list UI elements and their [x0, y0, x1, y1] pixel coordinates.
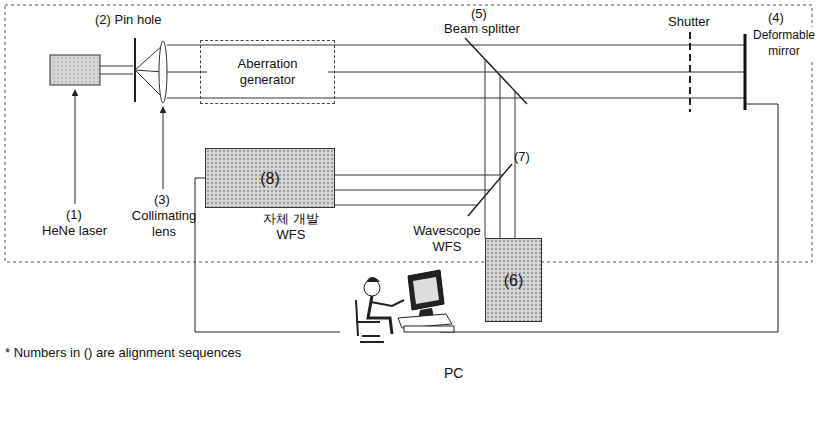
collimating-lens: [159, 41, 167, 103]
split-beam: [335, 175, 503, 176]
component-label: PC: [444, 364, 463, 382]
leader-arrow: [75, 90, 76, 204]
part-label: (2) Pin hole: [95, 12, 161, 28]
laser-beam: [100, 66, 133, 67]
person-hair: [366, 277, 380, 282]
callout-number: (4): [768, 10, 784, 26]
shutter: [689, 32, 691, 112]
part-label: HeNe laser: [42, 223, 107, 239]
chair-base: [360, 336, 384, 342]
operator-icon: [356, 277, 404, 342]
reflected-beam: [515, 91, 516, 238]
part-label: Deformable mirror: [750, 27, 818, 59]
leader-arrow: [163, 107, 164, 189]
callout-number: (7): [514, 149, 530, 165]
person-head: [364, 280, 380, 296]
monitor: [408, 270, 444, 310]
deformable-mirror: [744, 34, 747, 110]
sensor-caption: 자체 개발 WFS: [256, 211, 326, 243]
computer-icon: [398, 270, 454, 332]
part-label: Beam splitter: [444, 21, 520, 37]
split-beam: [335, 190, 490, 191]
person-arm: [371, 300, 404, 306]
component-label: (6): [486, 239, 541, 321]
chair: [356, 300, 380, 336]
laser-beam: [100, 74, 133, 75]
component-name: Aberration generator: [207, 56, 328, 88]
part-label: * Numbers in () are alignment sequences: [5, 345, 241, 361]
computer-node: PC: [340, 262, 475, 384]
screen: [413, 277, 439, 304]
component-name: (8): [260, 169, 280, 188]
sensor-box: (8)자체 개발 WFS: [205, 148, 335, 208]
callout-number: (1): [66, 207, 82, 223]
callout-number: (5): [471, 6, 487, 22]
component-label: Aberration generator: [201, 41, 334, 103]
part-label: Shutter: [668, 14, 710, 30]
collimated-beam: [167, 45, 745, 46]
callout-number: (3): [154, 192, 170, 208]
generator-box: Aberration generator: [200, 40, 335, 104]
reflected-beam: [485, 59, 486, 238]
reflected-beam: [500, 75, 501, 238]
split-beam: [335, 205, 477, 206]
sensor-box: (6)Wavescope WFS: [485, 238, 542, 322]
control-wire: [440, 104, 778, 332]
beam-splitter: [465, 38, 527, 104]
collimated-beam: [167, 98, 745, 99]
sensor-caption: Wavescope WFS: [412, 223, 482, 255]
component-name: (6): [504, 271, 524, 290]
part-label: Collimating lens: [124, 208, 204, 240]
component-name: PC: [444, 365, 463, 381]
desk: [404, 326, 454, 332]
bench-boundary: [5, 5, 812, 262]
component-label: (8): [206, 149, 334, 207]
laser-body: [50, 55, 100, 85]
